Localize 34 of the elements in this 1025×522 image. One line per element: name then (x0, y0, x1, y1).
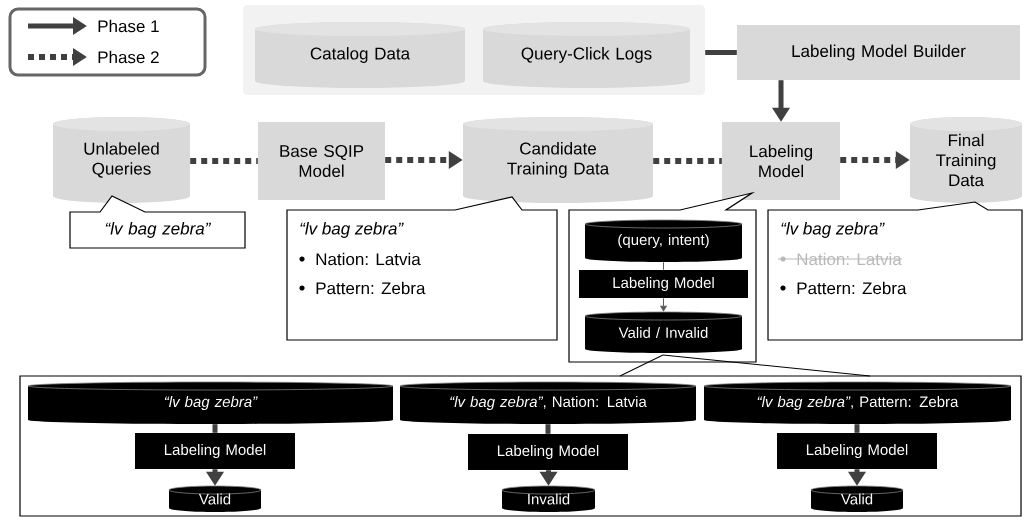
process-box: Labeling Model (722, 122, 840, 200)
data-cylinder: Valid (810, 485, 904, 512)
model-box: Labeling Model (579, 270, 748, 298)
database-cylinder: Candidate Training Data (463, 117, 653, 203)
connector-line (854, 424, 860, 433)
legend-label: Phase 1 (98, 19, 159, 33)
database-cylinder: Unlabeled Queries (53, 117, 190, 203)
data-cylinder: Valid (168, 485, 262, 512)
data-cylinder: “lv bag zebra”, Nation: Latvia (399, 381, 697, 424)
legend-label: Phase 2 (98, 50, 159, 64)
detail-panel (19, 354, 1022, 517)
arrow (660, 297, 667, 312)
database-cylinder: Query-Click Logs (483, 22, 690, 88)
process-box: Base SQIP Model (258, 122, 385, 200)
connector-line (663, 261, 664, 271)
connector-line (212, 424, 218, 433)
callout-box: “lv bag zebra” (69, 195, 246, 249)
connector-line (653, 158, 722, 164)
connector-line (190, 158, 258, 164)
connector-line (545, 424, 551, 434)
database-cylinder: Catalog Data (255, 22, 465, 88)
callout-box: “lv bag zebra” Nation: Latvia Pattern: Zebra (286, 196, 558, 341)
model-box: Labeling Model (468, 434, 628, 470)
process-box: Labeling Model Builder (737, 25, 1020, 80)
model-box: Labeling Model (777, 433, 937, 469)
data-cylinder: “lv bag zebra” (27, 381, 394, 424)
data-cylinder: Invalid (501, 485, 596, 512)
data-cylinder: Valid / Invalid (584, 311, 743, 353)
model-box: Labeling Model (135, 433, 295, 469)
database-cylinder: Final Training Data (910, 117, 1022, 203)
data-cylinder: (query, intent) (584, 219, 743, 262)
connector-line (705, 50, 737, 55)
data-cylinder: “lv bag zebra”, Pattern: Zebra (703, 381, 1012, 424)
callout-box: “lv bag zebra” Nation: Latvia Pattern: Zebra (767, 201, 1023, 341)
